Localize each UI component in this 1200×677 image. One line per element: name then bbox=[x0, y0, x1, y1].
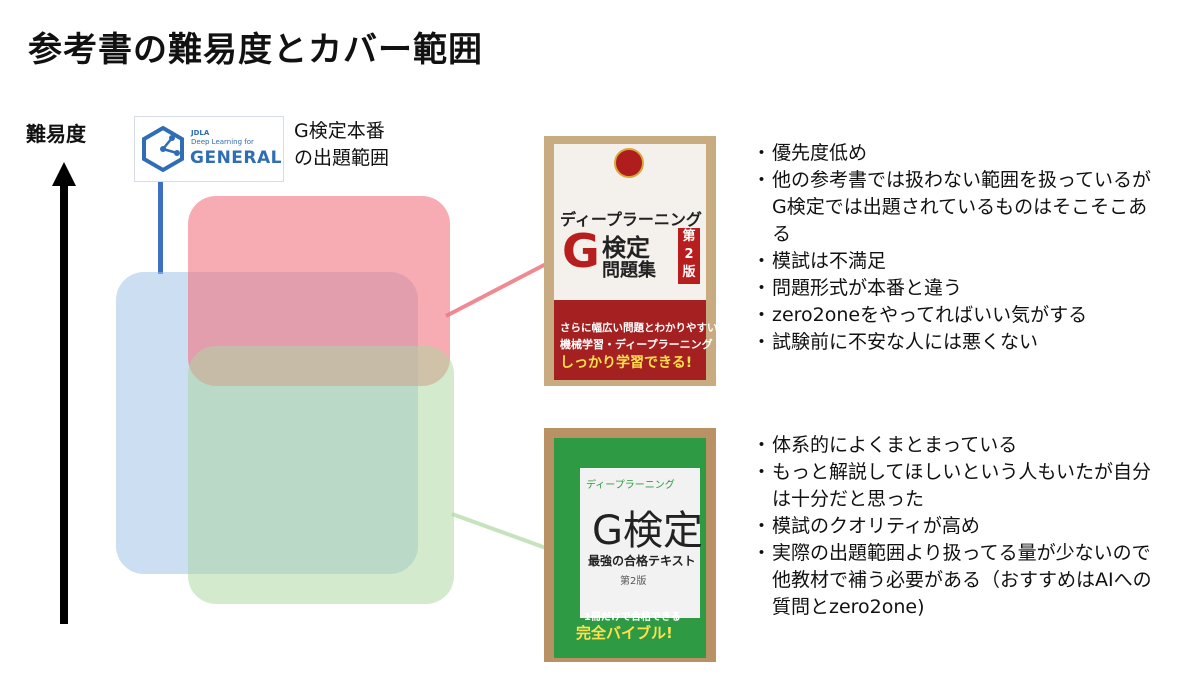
bullet: ・ bbox=[752, 515, 772, 537]
note-text: 体系的によくまとまっている bbox=[772, 434, 1018, 456]
scope-connector-line bbox=[158, 182, 163, 274]
book1-connector-line bbox=[445, 262, 547, 318]
note-text: zero2oneをやってればいい気がする bbox=[772, 304, 1088, 326]
exam-scope-line: の出題範囲 bbox=[294, 147, 390, 169]
note-item: ・試験前に不安な人には悪くない bbox=[752, 329, 1162, 356]
jdla-hexagon-icon bbox=[142, 125, 184, 173]
book1-series: ディープラーニング bbox=[560, 210, 702, 229]
axis-arrow-shaft bbox=[60, 184, 68, 624]
bullet: ・ bbox=[752, 277, 772, 299]
book1-band-line2: 機械学習・ディープラーニング bbox=[560, 338, 713, 351]
book2-subtitle: 最強の合格テキスト bbox=[588, 554, 696, 568]
bullet: ・ bbox=[752, 461, 772, 483]
note-item: ・優先度低め bbox=[752, 140, 1162, 167]
note-text: 実際の出題範囲より扱ってる量が少ないので他教材で補う必要がある（おすすめはAIへ… bbox=[772, 542, 1152, 618]
book2-edition: 第2版 bbox=[620, 576, 647, 587]
book2-coverage-region bbox=[188, 346, 454, 604]
note-text: 模試は不満足 bbox=[772, 250, 887, 272]
book1-kentei: 検定 bbox=[602, 234, 650, 262]
book1-notes: ・優先度低め ・他の参考書では扱わない範囲を扱っているがG検定では出題されている… bbox=[752, 140, 1162, 356]
logo-text-deep-learning: Deep Learning for bbox=[191, 138, 254, 146]
logo-text-jdla: JDLA bbox=[191, 129, 210, 137]
book1-g-letter: G bbox=[562, 224, 600, 278]
note-item: ・実際の出題範囲より扱ってる量が少ないので他教材で補う必要がある（おすすめはAI… bbox=[752, 540, 1162, 621]
book1-mondaishu: 問題集 bbox=[602, 260, 656, 281]
note-item: ・問題形式が本番と違う bbox=[752, 275, 1162, 302]
book1-band-line1: さらに幅広い問題とわかりやすい解説で bbox=[560, 322, 716, 334]
book2-catch2: 完全バイブル! bbox=[576, 624, 673, 642]
book2-cover-photo: ディープラーニング G検定 最強の合格テキスト 第2版 1冊だけで合格できる 完… bbox=[544, 428, 716, 662]
note-text: 試験前に不安な人には悪くない bbox=[772, 331, 1039, 353]
note-text: 他の参考書では扱わない範囲を扱っているがG検定では出題されているものはそこそこあ… bbox=[772, 169, 1152, 245]
book2-title: G検定 bbox=[592, 508, 703, 554]
book2-catch1: 1冊だけで合格できる bbox=[584, 612, 681, 623]
bullet: ・ bbox=[752, 142, 772, 164]
note-item: ・模試は不満足 bbox=[752, 248, 1162, 275]
exam-scope-line: G検定本番 bbox=[294, 120, 385, 142]
book1-edition: 第2版 bbox=[678, 228, 700, 284]
book1-cover-photo: ディープラーニング G 検定 問題集 第2版 さらに幅広い問題とわかりやすい解説… bbox=[544, 136, 716, 386]
bullet: ・ bbox=[752, 434, 772, 456]
logo-text-general: GENERAL bbox=[190, 148, 282, 168]
book1-badge-icon bbox=[614, 148, 644, 178]
book1-band bbox=[554, 300, 706, 380]
book2-inner-panel: ディープラーニング G検定 最強の合格テキスト 第2版 bbox=[580, 468, 703, 618]
note-item: ・体系的によくまとまっている bbox=[752, 432, 1162, 459]
note-text: 優先度低め bbox=[772, 142, 868, 164]
jdla-general-logo: JDLA Deep Learning for GENERAL bbox=[134, 116, 284, 182]
note-text: 模試のクオリティが高め bbox=[772, 515, 980, 537]
book2-notes: ・体系的によくまとまっている ・もっと解説してほしいという人もいたが自分は十分だ… bbox=[752, 432, 1162, 621]
note-text: もっと解説してほしいという人もいたが自分は十分だと思った bbox=[772, 461, 1152, 510]
book2-cover: ディープラーニング G検定 最強の合格テキスト 第2版 1冊だけで合格できる 完… bbox=[554, 438, 706, 658]
bullet: ・ bbox=[752, 250, 772, 272]
book2-connector-line bbox=[451, 512, 547, 550]
book1-band-line3: しっかり学習できる! bbox=[560, 355, 693, 371]
note-item: ・もっと解説してほしいという人もいたが自分は十分だと思った bbox=[752, 459, 1162, 513]
bullet: ・ bbox=[752, 542, 772, 564]
page-title: 参考書の難易度とカバー範囲 bbox=[28, 30, 483, 70]
exam-scope-label: G検定本番 の出題範囲 bbox=[294, 118, 389, 172]
note-item: ・模試のクオリティが高め bbox=[752, 513, 1162, 540]
axis-arrow-head bbox=[52, 162, 76, 186]
book2-series: ディープラーニング bbox=[586, 480, 675, 491]
difficulty-axis-label: 難易度 bbox=[26, 122, 86, 146]
book1-cover: ディープラーニング G 検定 問題集 第2版 さらに幅広い問題とわかりやすい解説… bbox=[554, 144, 716, 380]
note-item: ・zero2oneをやってればいい気がする bbox=[752, 302, 1162, 329]
note-text: 問題形式が本番と違う bbox=[772, 277, 963, 299]
bullet: ・ bbox=[752, 169, 772, 191]
note-item: ・他の参考書では扱わない範囲を扱っているがG検定では出題されているものはそこそこ… bbox=[752, 167, 1162, 248]
bullet: ・ bbox=[752, 331, 772, 353]
bullet: ・ bbox=[752, 304, 772, 326]
